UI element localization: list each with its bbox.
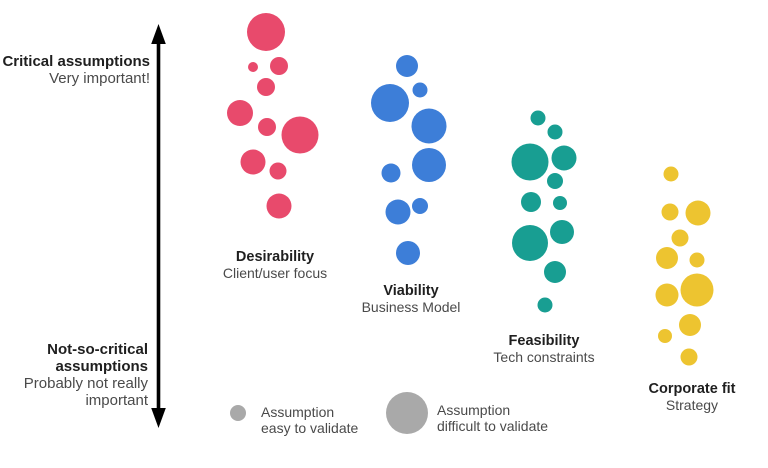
viability-bubble: [412, 198, 428, 214]
axis-label-critical: Critical assumptions Very important!: [2, 53, 150, 87]
corporate-fit-bubble: [658, 329, 672, 343]
cluster-label-feasibility: Feasibility Tech constraints: [493, 333, 594, 365]
axis-arrow-head-up-icon: [151, 24, 166, 44]
desirability-bubble: [281, 116, 319, 154]
cluster-subtitle-viability: Business Model: [361, 299, 461, 315]
feasibility-bubble: [547, 173, 563, 189]
corporate-fit-bubble: [655, 283, 679, 307]
feasibility-bubble: [550, 220, 574, 244]
desirability-bubble: [269, 162, 287, 180]
viability-bubble: [412, 148, 446, 182]
cluster-title-desirability: Desirability: [235, 249, 315, 265]
desirability-bubble: [240, 149, 266, 175]
viability-bubble: [396, 55, 418, 77]
cluster-label-desirability: Desirability Client/user focus: [223, 249, 327, 281]
corporate-fit-bubble: [671, 229, 689, 247]
feasibility-bubble: [521, 192, 541, 212]
axis-label-not-critical-subtitle: Probably not really important: [23, 375, 148, 409]
desirability-bubble: [248, 62, 258, 72]
legend-label-easy-line2: easy to validate: [261, 419, 359, 436]
corporate-fit-bubble: [680, 348, 698, 366]
legend-circle-easy: [230, 405, 246, 421]
corporate-fit-bubble: [689, 252, 705, 268]
desirability-bubble: [270, 57, 288, 75]
legend-label-easy: Assumption easy to validate: [261, 404, 359, 436]
feasibility-bubble: [530, 110, 546, 126]
axis-arrow-head-down-icon: [151, 408, 166, 428]
axis-label-critical-subtitle: Very important!: [49, 70, 150, 87]
cluster-label-viability: Viability Business Model: [362, 283, 461, 315]
feasibility-bubble: [544, 261, 566, 283]
viability-bubble: [385, 199, 411, 225]
cluster-title-corporate-fit: Corporate fit: [648, 381, 736, 397]
axis-label-not-critical: Not-so-critical assumptions Probably not…: [8, 341, 148, 409]
cluster-subtitle-corporate-fit: Strategy: [665, 397, 719, 413]
legend-label-easy-line1: Assumption: [261, 404, 335, 420]
desirability-bubble: [257, 78, 275, 96]
corporate-fit-bubble: [679, 314, 701, 336]
cluster-title-feasibility: Feasibility: [508, 333, 580, 349]
legend-label-difficult-line1: Assumption: [437, 402, 511, 418]
desirability-bubble: [266, 193, 292, 219]
feasibility-bubble: [511, 143, 549, 181]
cluster-subtitle-desirability: Client/user focus: [222, 265, 328, 281]
legend-label-difficult: Assumption difficult to validate: [437, 402, 549, 434]
desirability-bubble: [247, 13, 285, 51]
bubble-clusters: [227, 13, 714, 366]
feasibility-bubble: [551, 145, 577, 171]
legend-label-difficult-line2: difficult to validate: [437, 417, 549, 434]
cluster-label-corporate-fit: Corporate fit Strategy: [649, 381, 736, 413]
viability-bubble: [396, 241, 420, 265]
axis-label-not-critical-title: Not-so-critical assumptions: [47, 341, 148, 375]
importance-axis-arrow: [151, 24, 166, 428]
corporate-fit-bubble: [685, 200, 711, 226]
corporate-fit-bubble: [661, 203, 679, 221]
corporate-fit-bubble: [663, 166, 679, 182]
viability-bubble: [381, 163, 401, 183]
legend-circles: [230, 392, 428, 434]
feasibility-bubble: [512, 225, 548, 261]
cluster-subtitle-feasibility: Tech constraints: [493, 349, 595, 365]
viability-bubble: [371, 84, 409, 122]
axis-label-critical-title: Critical assumptions: [2, 53, 150, 70]
corporate-fit-bubble: [656, 247, 678, 269]
legend-circle-difficult: [386, 392, 428, 434]
feasibility-bubble: [537, 297, 553, 313]
feasibility-bubble: [547, 124, 563, 140]
feasibility-bubble: [553, 196, 567, 210]
cluster-title-viability: Viability: [383, 283, 439, 299]
viability-bubble: [412, 82, 428, 98]
desirability-bubble: [227, 100, 253, 126]
viability-bubble: [411, 108, 447, 144]
corporate-fit-bubble: [680, 273, 714, 307]
desirability-bubble: [258, 118, 276, 136]
